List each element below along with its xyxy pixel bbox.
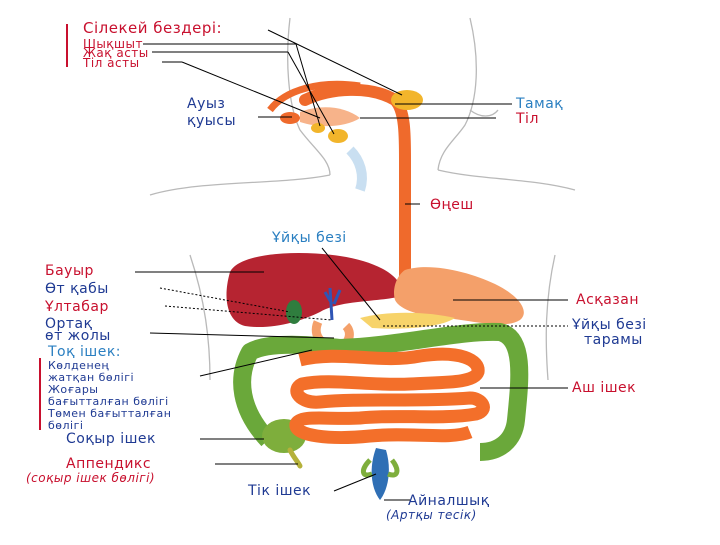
rectum-shape [371, 448, 389, 500]
appendix-note-label: (соқыр ішек бөлігі) [26, 471, 156, 485]
pancreas-label: Ұйқы безі [272, 230, 347, 246]
pancreas-shape [360, 312, 455, 329]
colon-ascending-label-line1: Жоғары [48, 383, 99, 396]
lips-shape [280, 112, 300, 124]
leader-parotid-b [295, 43, 321, 127]
sublingual-label: Тіл асты [83, 56, 140, 70]
sublingual-gland-shape [311, 123, 325, 133]
pharynx-label: Тамақ [516, 96, 564, 112]
bile-duct-label-line2: өт жолы [45, 328, 111, 344]
small-intestine-label: Аш ішек [572, 380, 637, 396]
anus-note-label: (Артқы тесік) [386, 508, 477, 522]
submandibular-gland-shape [328, 129, 348, 143]
appendix-label: Аппендикс [66, 456, 152, 472]
leader-submandibular-b [287, 51, 335, 135]
colon-shape [233, 322, 529, 461]
trachea-shape [346, 146, 367, 192]
sigmoid-shape [361, 458, 400, 478]
small-intestine-shape [289, 347, 490, 444]
leader-colon [199, 349, 313, 377]
tongue-shape [300, 107, 360, 127]
pancreatic-duct-label-line1: Ұйқы безі [572, 317, 647, 333]
colon-descending-label-line2: бөлігі [48, 419, 84, 432]
leader-rectum [333, 473, 377, 492]
anus-label: Айналшық [408, 493, 490, 509]
nasal-cavity-shape [267, 80, 361, 113]
gallbladder-label: Өт қабы [45, 281, 109, 297]
cecum-label: Соқыр ішек [66, 431, 156, 447]
duodenum-label: Ұлтабар [45, 299, 109, 315]
colon-descending-label-line1: Төмен бағытталған [48, 407, 172, 420]
bile-duct-label-line1: Ортақ [45, 316, 93, 332]
submandibular-label: Жақ асты [83, 46, 149, 60]
rectum-label: Тік ішек [248, 483, 312, 499]
leader-bile-duct [149, 332, 335, 339]
colon-ascending-label-line2: бағытталған бөлігі [48, 395, 169, 408]
appendix-shape [287, 447, 303, 469]
body-outline [149, 17, 576, 381]
colon-transverse-label-line1: Көлденең [48, 359, 110, 372]
pancreatic-duct-label-line2: тарамы [584, 332, 643, 348]
salivary-glands-title: Сілекей бездері: [83, 19, 223, 37]
mouth-label-line2: қуысы [187, 113, 237, 129]
leader-pancreas [321, 247, 381, 321]
leader-lines [135, 29, 568, 501]
esophagus-label: Өңеш [430, 197, 474, 213]
liver-label: Бауыр [45, 263, 94, 279]
leader-sublingual-b [181, 61, 321, 119]
colon-title-label: Тоқ ішек: [48, 344, 122, 360]
mouth-label-line1: Ауыз [187, 96, 226, 112]
leader-salivary-title [267, 29, 403, 96]
colon-transverse-label-line2: жатқан бөлігі [48, 371, 135, 384]
bile-duct-shape [323, 287, 342, 321]
parotid-gland-shape [391, 90, 423, 110]
gallbladder-shape [286, 300, 302, 324]
tongue-label: Тіл [516, 111, 539, 127]
stomach-label: Асқазан [576, 292, 639, 308]
stomach-shape [394, 267, 524, 325]
parotid-label: Шықшыт [83, 37, 143, 51]
